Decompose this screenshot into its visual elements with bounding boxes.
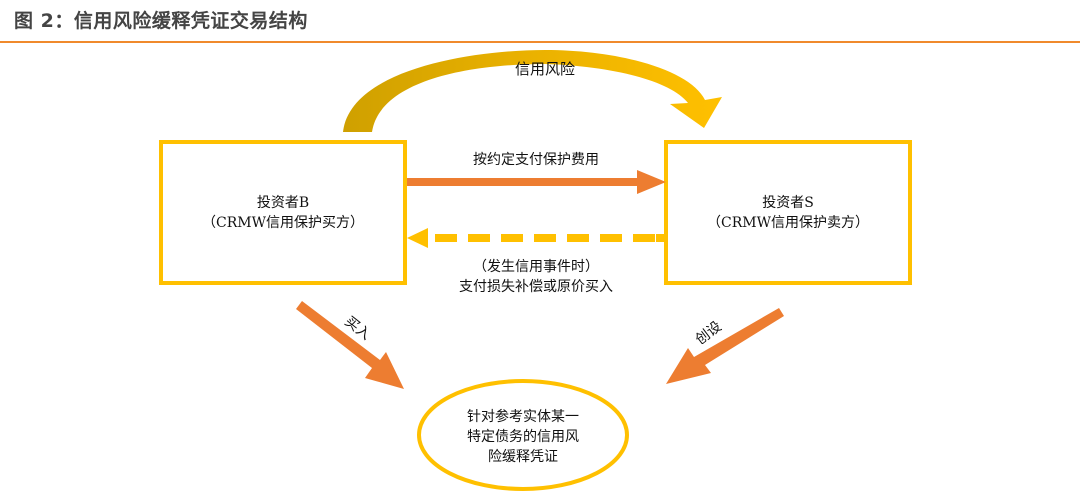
buy-arrow	[296, 301, 404, 389]
title-divider	[0, 41, 1080, 43]
investor-b-role: （CRMW信用保护买方）	[202, 215, 364, 231]
fee-arrow-head	[637, 170, 666, 194]
investor-b-name: 投资者B	[256, 195, 310, 211]
credit-risk-label: 信用风险	[514, 60, 575, 78]
crmw-text: 针对参考实体某一 特定债务的信用风 险缓释凭证	[419, 407, 627, 467]
credit-risk-curved-arrow	[343, 50, 722, 132]
crmw-line-2: 特定债务的信用风	[467, 429, 579, 445]
investor-b-text: 投资者B （CRMW信用保护买方）	[161, 193, 405, 233]
compensation-arrow-head	[407, 228, 428, 248]
compensation-arrow-label: （发生信用事件时） 支付损失补偿或原价买入	[405, 257, 667, 297]
crmw-line-3: 险缓释凭证	[488, 449, 558, 465]
fee-arrow-shaft	[407, 178, 637, 186]
compensation-action: 支付损失补偿或原价买入	[459, 279, 613, 295]
fee-arrow-label: 按约定支付保护费用	[473, 152, 599, 168]
compensation-arrow	[407, 228, 665, 248]
investor-s-role: （CRMW信用保护卖方）	[707, 215, 869, 231]
compensation-condition: （发生信用事件时）	[473, 259, 599, 275]
crmw-line-1: 针对参考实体某一	[467, 409, 579, 425]
figure-title: 图 2：信用风险缓释凭证交易结构	[14, 10, 308, 32]
create-arrow	[666, 308, 784, 384]
investor-s-text: 投资者S （CRMW信用保护卖方）	[666, 193, 910, 233]
investor-s-box	[664, 140, 912, 285]
investor-b-box	[159, 140, 407, 285]
investor-s-name: 投资者S	[762, 195, 814, 211]
crmw-ellipse	[417, 379, 629, 491]
